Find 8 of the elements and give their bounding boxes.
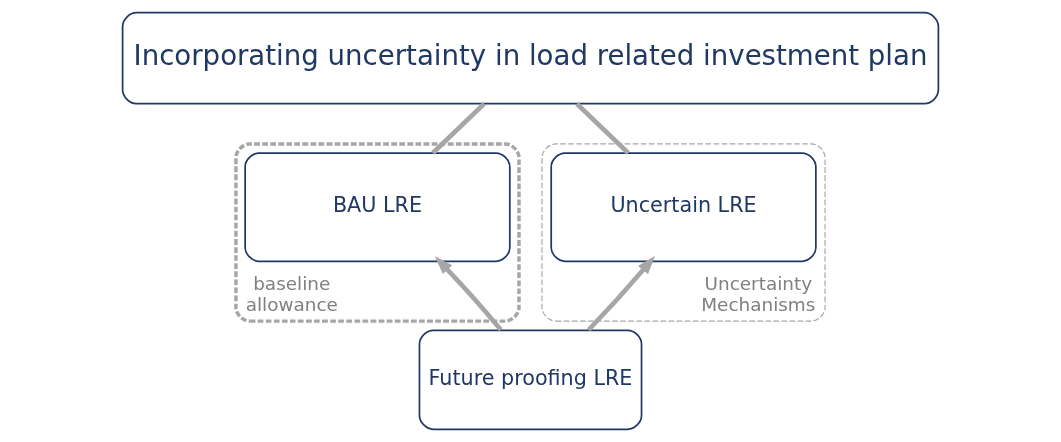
arrow bbox=[586, 255, 655, 332]
node-box: Uncertain LRE bbox=[550, 152, 817, 263]
connector bbox=[575, 102, 630, 155]
node-box: Incorporating uncertainty in load related investment plan bbox=[121, 11, 940, 105]
node-box: Future proofing LRE bbox=[418, 329, 643, 431]
arrow bbox=[434, 256, 503, 332]
connector bbox=[431, 102, 486, 155]
node-box: BAU LRE bbox=[244, 152, 511, 263]
